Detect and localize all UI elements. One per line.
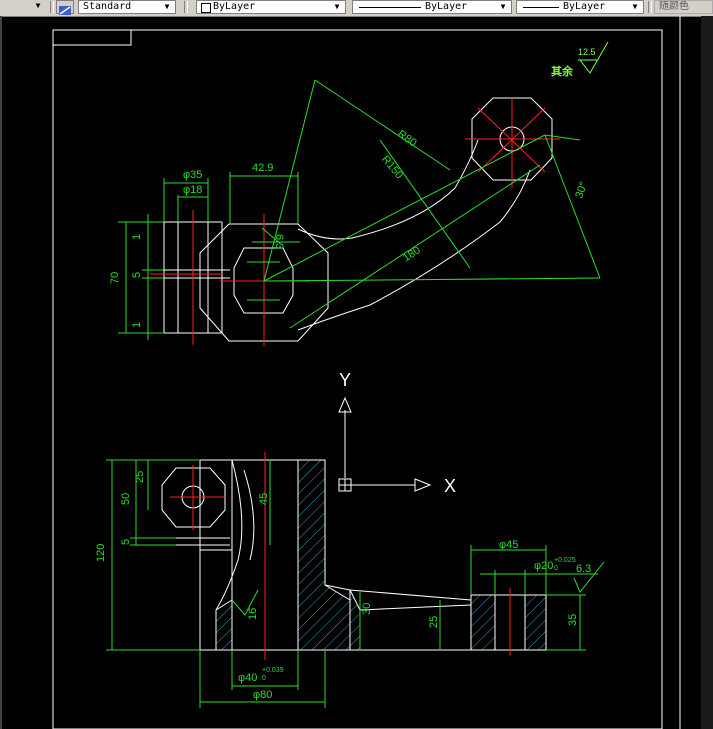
dim-1-bottom: 1	[131, 322, 143, 328]
color-value: ByLayer	[213, 1, 256, 12]
dim-16: 16	[247, 608, 259, 620]
linetype-value: ByLayer	[425, 1, 468, 12]
roughness-label: 其余	[551, 64, 574, 78]
ucs-y-label: Y	[339, 370, 351, 390]
plot-style-value: 随颜色	[659, 1, 689, 12]
color-select[interactable]: ByLayer ▼	[196, 0, 346, 14]
linetype-select[interactable]: ByLayer ▼	[352, 0, 512, 14]
dim-6-3: 6.3	[576, 563, 591, 575]
toolbar-separator	[648, 1, 652, 13]
chevron-down-icon: ▼	[35, 1, 41, 10]
lineweight-value: ByLayer	[563, 1, 606, 12]
roughness-symbol: 其余 12.5	[551, 41, 609, 78]
roughness-value: 12.5	[578, 47, 596, 57]
dim-phi80: φ80	[253, 689, 272, 701]
dim-style-value: Standard	[83, 1, 132, 12]
dim-30: 30	[361, 603, 373, 615]
vertical-scrollbar[interactable]	[701, 16, 713, 729]
dim-70: 70	[109, 272, 121, 284]
chevron-down-icon: ▼	[164, 2, 170, 11]
front-view: 120 50 25 5 45 16 30 25 35 φ45 φ20 +0.02…	[95, 452, 605, 708]
linetype-sample	[359, 7, 421, 8]
dim-R150: R150	[379, 153, 405, 181]
dim-phi40: φ40	[238, 672, 257, 684]
dim-phi40-tol: +0.039	[262, 667, 284, 674]
chevron-down-icon: ▼	[632, 2, 638, 11]
dim-5: 5	[131, 272, 143, 278]
dim-style-select[interactable]: Standard ▼	[78, 0, 176, 14]
dim-phi20-tol: +0.025	[554, 557, 576, 564]
dim-phi35: φ35	[183, 169, 202, 181]
dim-R80: R80	[395, 128, 418, 149]
dim-phi40-tol0: 0	[262, 675, 266, 682]
dim-120: 120	[95, 544, 107, 562]
dim-25b: 25	[428, 616, 440, 628]
dim-180: 180	[401, 244, 423, 264]
text-style-dropdown[interactable]: ▼	[30, 0, 46, 14]
top-view: φ35 φ18 42.9 6.3 R80 R150 180 30° 1 70 5…	[109, 79, 601, 346]
dim-phi45: φ45	[499, 539, 518, 551]
plot-style-select[interactable]: 随颜色	[654, 0, 713, 14]
chevron-down-icon: ▼	[500, 2, 506, 11]
dim-50: 50	[120, 493, 132, 505]
dim-1-top: 1	[131, 234, 143, 240]
lineweight-select[interactable]: ByLayer ▼	[516, 0, 644, 14]
dim-30deg: 30°	[573, 180, 590, 200]
toolbar-separator	[184, 1, 188, 13]
properties-toolbar: ▼ Standard ▼ ByLayer ▼ ByLayer ▼ ByLayer…	[0, 0, 713, 17]
dimension-style-button[interactable]	[56, 0, 74, 15]
toolbar-separator	[50, 1, 54, 13]
ucs-x-label: X	[444, 476, 456, 496]
dim-6-3: 6.3	[273, 234, 285, 249]
dim-5: 5	[120, 539, 132, 545]
dim-25: 25	[134, 471, 146, 483]
dim-phi20: φ20	[534, 560, 553, 572]
drawing-canvas[interactable]: 其余 12.5	[0, 16, 713, 729]
lineweight-sample	[523, 7, 559, 8]
dimension-style-icon	[59, 6, 71, 15]
dim-45: 45	[258, 493, 270, 505]
chevron-down-icon: ▼	[334, 2, 340, 11]
color-swatch	[201, 3, 211, 13]
ucs-icon: Y X	[338, 370, 456, 496]
dim-35: 35	[567, 614, 579, 626]
left-ruler	[0, 16, 2, 729]
drawing-frame	[52, 16, 681, 729]
dim-42-9: 42.9	[252, 162, 273, 174]
dim-phi18: φ18	[183, 184, 202, 196]
dim-phi20-tol0: 0	[554, 565, 558, 572]
